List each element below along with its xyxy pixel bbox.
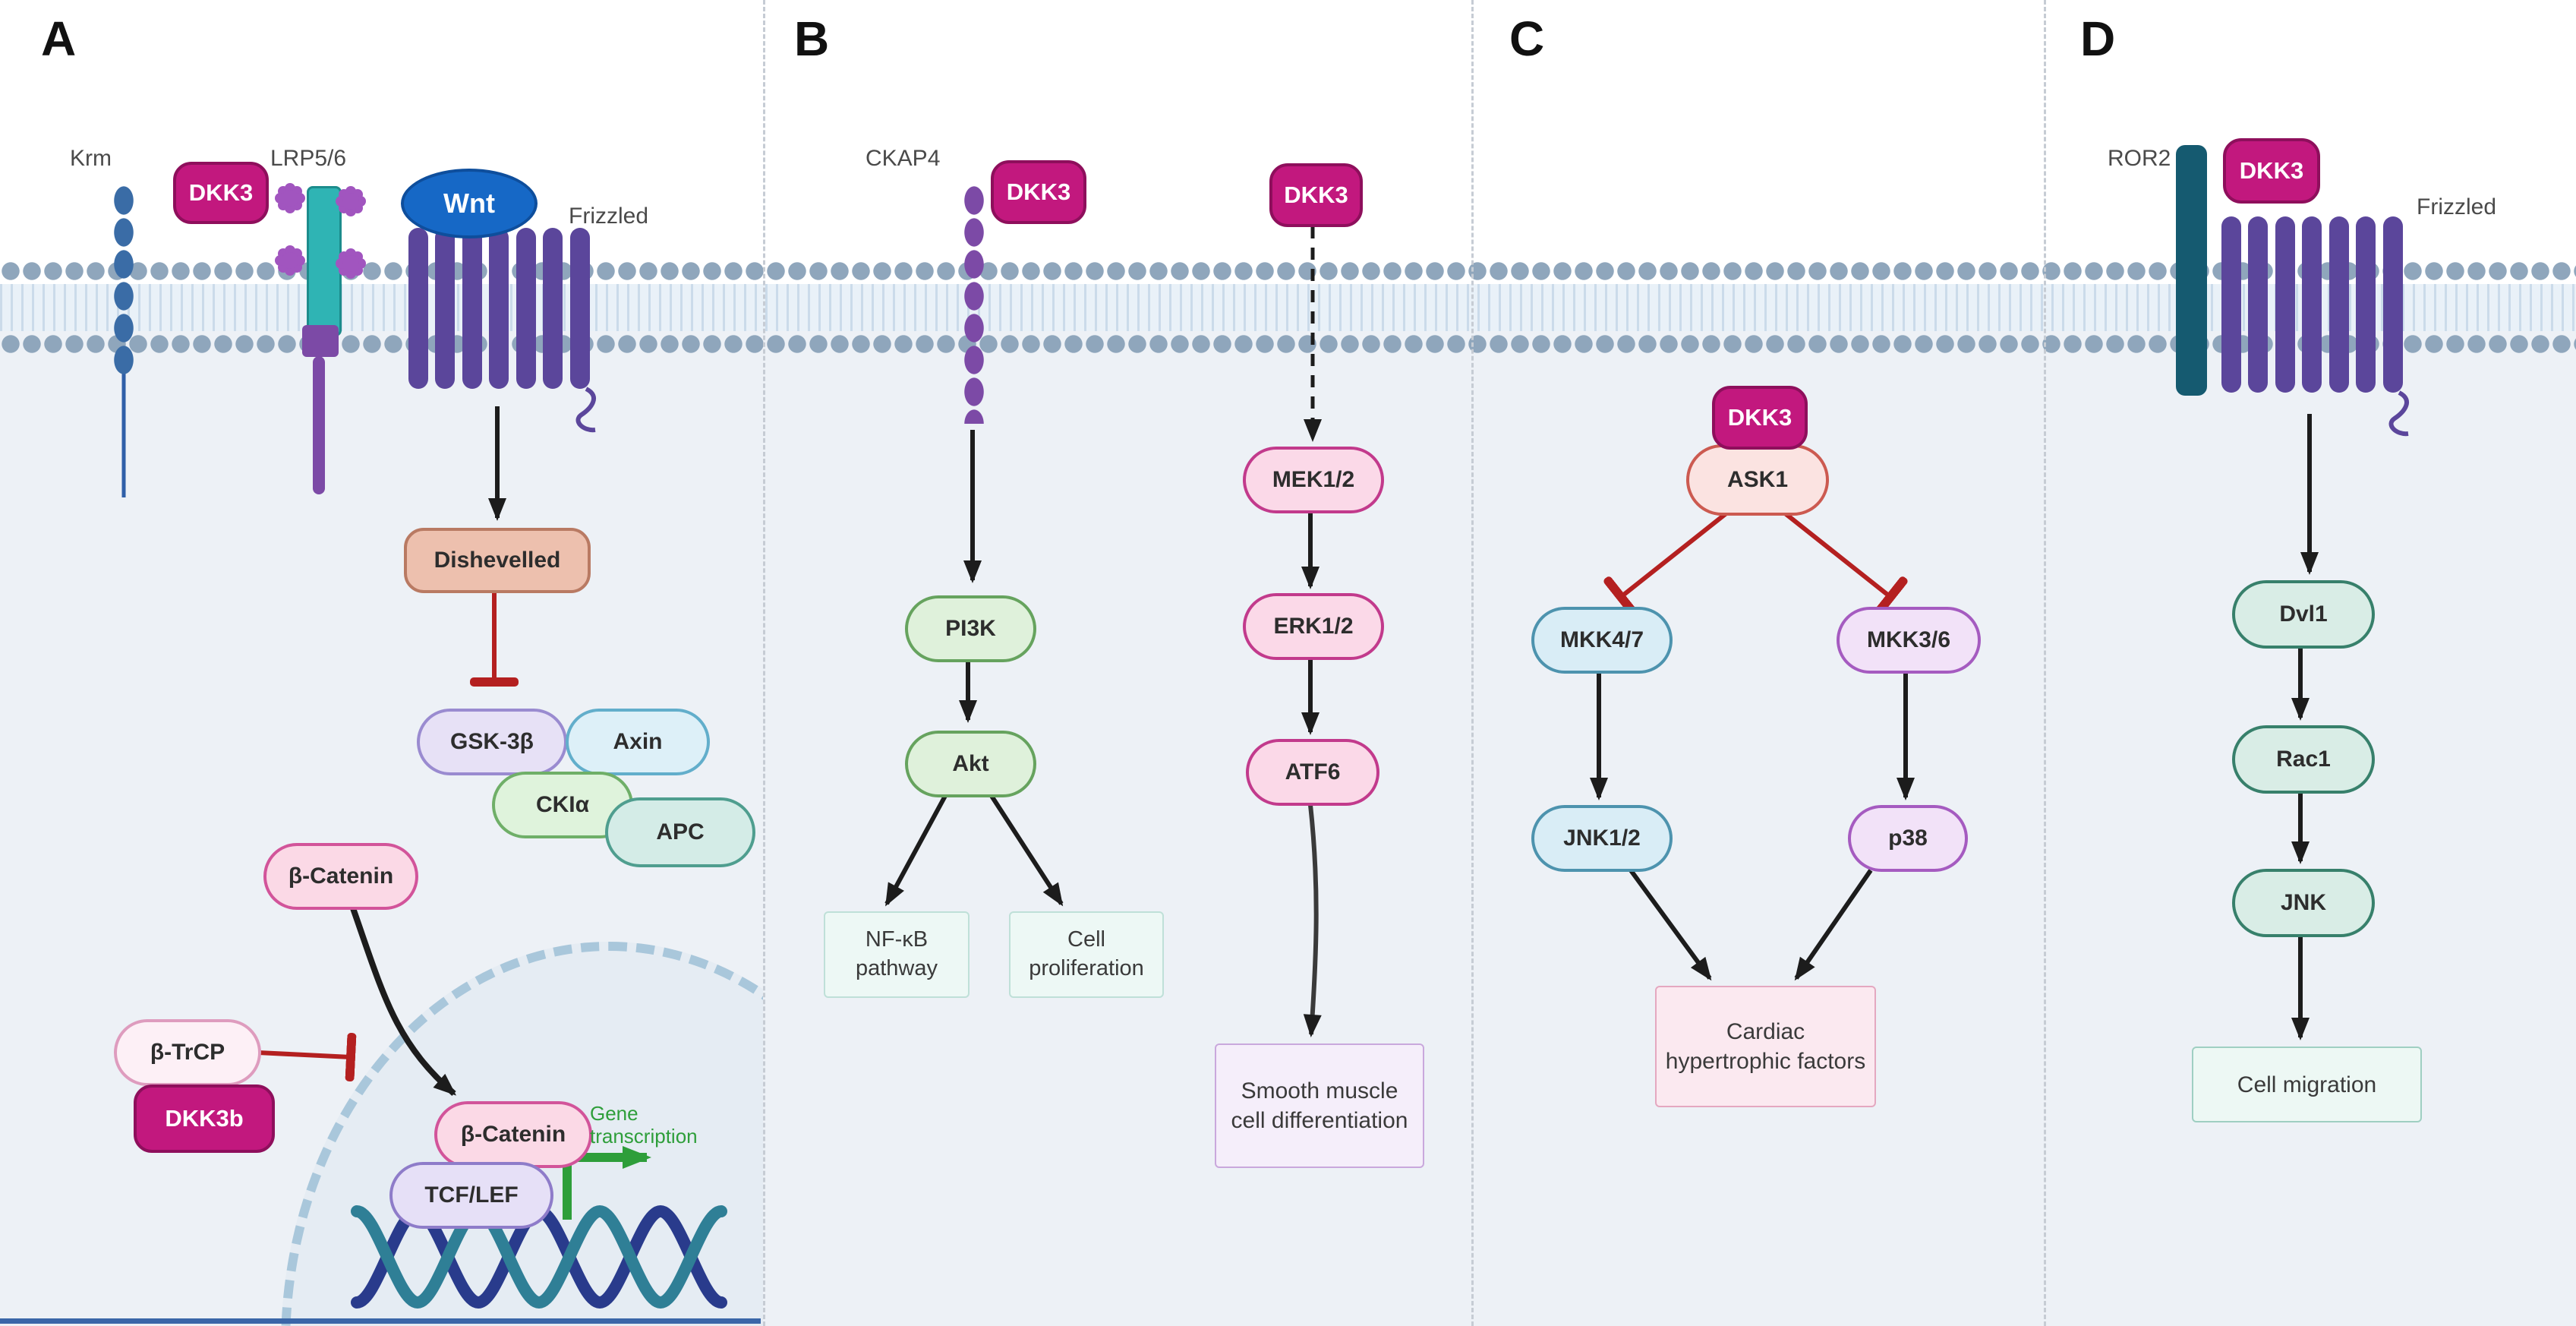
- glycan-gear-icon: [342, 193, 359, 210]
- arrow-atf6-smoothmuscle: [1303, 804, 1322, 1037]
- beta-trcp-node: β-TrCP: [114, 1019, 261, 1086]
- nfkb-pathway-box: NF-κB pathway: [824, 911, 970, 998]
- frizzled-a-tail: [575, 387, 597, 433]
- tm-helix: [2221, 216, 2241, 393]
- cell-boundary-line: [0, 1318, 761, 1324]
- cell-migration-box: Cell migration: [2192, 1047, 2422, 1122]
- arrow-akt-nfkb: [884, 794, 947, 907]
- membrane-lipid-tails: [0, 284, 2576, 331]
- p38-node: p38: [1848, 805, 1968, 872]
- arrow-p38-cardiac: [1794, 869, 1873, 981]
- panel-a-letter: A: [41, 11, 77, 66]
- dishevelled-node: Dishevelled: [404, 528, 591, 593]
- krm-receptor: [112, 185, 135, 374]
- pi3k-node: PI3K: [905, 595, 1036, 662]
- tm-helix: [2356, 216, 2376, 393]
- tm-helix: [516, 228, 536, 389]
- glycan-gear-icon: [282, 190, 298, 207]
- panel-separator-cd: [2044, 0, 2046, 1326]
- membrane-inner-leaflet: [0, 331, 2576, 357]
- tm-helix: [2302, 216, 2322, 393]
- tm-helix: [489, 228, 509, 389]
- gsk3b-node: GSK-3β: [417, 709, 567, 775]
- panel-separator-bc: [1471, 0, 1474, 1326]
- panel-separator-ab: [763, 0, 765, 1326]
- krm-label: Krm: [70, 146, 112, 171]
- lrp56-stem: [313, 356, 325, 494]
- inhibition-ask1-mkk36: [1783, 510, 1908, 617]
- apc-node: APC: [605, 797, 755, 867]
- panel-b-letter: B: [794, 11, 830, 66]
- dkk3-badge-a: DKK3: [173, 162, 269, 224]
- lrp56-connector: [302, 325, 339, 357]
- tm-helix: [2275, 216, 2295, 393]
- frizzled-d-tail: [2388, 390, 2410, 437]
- erk12-node: ERK1/2: [1243, 593, 1384, 660]
- tm-helix: [2329, 216, 2349, 393]
- axin-node: Axin: [566, 709, 710, 775]
- frizzled-receptor-d: [2221, 216, 2404, 393]
- ask1-node: ASK1: [1686, 444, 1829, 516]
- beta-catenin-nuclear-node: β-Catenin: [434, 1101, 592, 1168]
- dkk3-badge-d: DKK3: [2223, 138, 2320, 204]
- ckap4-receptor: [963, 185, 985, 424]
- frizzled-label-a: Frizzled: [569, 204, 649, 229]
- tm-helix: [462, 228, 482, 389]
- glycan-gear-icon: [342, 255, 359, 272]
- tm-helix: [408, 228, 428, 389]
- mkk47-node: MKK4/7: [1531, 607, 1673, 674]
- ckap4-label: CKAP4: [865, 146, 941, 171]
- ror2-receptor: [2176, 145, 2207, 396]
- smooth-muscle-box: Smooth muscle cell differentiation: [1215, 1043, 1424, 1168]
- jnk12-node: JNK1/2: [1531, 805, 1673, 872]
- dkk3-badge-b-left: DKK3: [991, 160, 1086, 224]
- frizzled-receptor-a: [408, 228, 591, 389]
- inhibition-btrcp: [257, 1032, 357, 1082]
- membrane-outer-leaflet: [0, 258, 2576, 284]
- tm-helix: [570, 228, 590, 389]
- tcf-lef-node: TCF/LEF: [389, 1162, 553, 1229]
- lrp56-label: LRP5/6: [270, 146, 347, 171]
- dvl1-node: Dvl1: [2232, 580, 2375, 649]
- frizzled-label-d: Frizzled: [2417, 194, 2497, 219]
- panel-c-letter: C: [1509, 11, 1545, 66]
- arrow-akt-proliferation: [989, 794, 1064, 907]
- glycan-gear-icon: [282, 252, 298, 269]
- wnt-ligand: Wnt: [401, 169, 538, 238]
- mkk36-node: MKK3/6: [1837, 607, 1981, 674]
- rac1-node: Rac1: [2232, 725, 2375, 794]
- lrp56-receptor: [307, 186, 342, 336]
- tm-helix: [543, 228, 563, 389]
- tm-helix: [435, 228, 455, 389]
- dkk3-badge-c: DKK3: [1712, 386, 1808, 450]
- akt-node: Akt: [905, 731, 1036, 797]
- tm-helix: [2383, 216, 2403, 393]
- cardiac-factors-box: Cardiac hypertrophic factors: [1655, 986, 1876, 1107]
- arrow-bcatenin-nucleus: [350, 907, 457, 1097]
- atf6-node: ATF6: [1246, 739, 1379, 806]
- beta-catenin-node: β-Catenin: [263, 843, 418, 910]
- inhibition-ask1-mkk47: [1603, 510, 1729, 617]
- arrow-jnk12-cardiac: [1629, 869, 1712, 981]
- dkk3b-badge: DKK3b: [134, 1084, 275, 1153]
- panel-d-letter: D: [2080, 11, 2116, 66]
- plasma-membrane: [0, 258, 2576, 357]
- ror2-label: ROR2: [2108, 146, 2171, 171]
- gene-transcription-label: Gene transcription: [590, 1102, 698, 1148]
- cell-proliferation-box: Cell proliferation: [1009, 911, 1164, 998]
- dna-strand-2: [351, 1204, 727, 1309]
- dkk3-badge-b-right: DKK3: [1269, 163, 1363, 227]
- jnk-node: JNK: [2232, 869, 2375, 937]
- tm-helix: [2248, 216, 2268, 393]
- mek12-node: MEK1/2: [1243, 447, 1384, 513]
